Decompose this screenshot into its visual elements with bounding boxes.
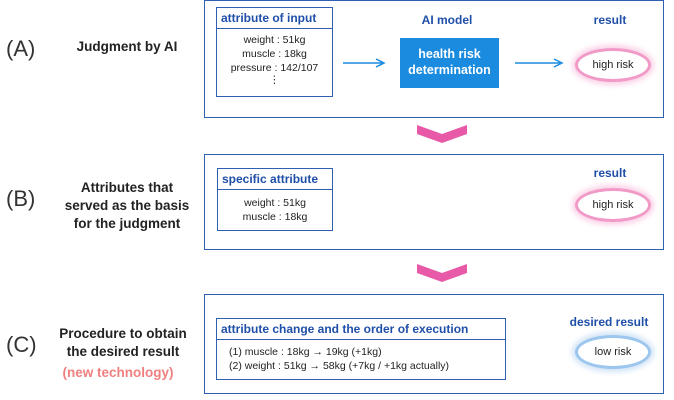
ai-model-line-2: determination <box>408 63 491 77</box>
specific-attr-weight: weight : 51kg <box>244 197 306 209</box>
step-c-title: Procedure to obtain the desired result <box>48 325 198 361</box>
step-b-title-line-2: served as the basis <box>64 198 190 213</box>
input-attributes-header: attribute of input <box>217 8 332 29</box>
step-2-weight-change: (2) weight : 51kg → 58kg (+7kg / +1kg ac… <box>229 360 450 372</box>
ai-model-label: AI model <box>421 13 473 27</box>
attr-muscle: muscle : 18kg <box>242 48 307 60</box>
result-a-pill: high risk <box>575 48 651 82</box>
attribute-change-header: attribute change and the order of execut… <box>217 319 505 340</box>
chevron-down-icon <box>417 264 467 282</box>
result-a-value: high risk <box>592 59 634 71</box>
step-b-title-line-1: Attributes that <box>80 180 174 195</box>
step-b-title-line-3: for the judgment <box>73 216 181 231</box>
attr-more-ellipsis: ⋮ <box>269 74 280 86</box>
step-c-title-line-2: the desired result <box>66 344 180 359</box>
result-b-value: high risk <box>592 199 634 211</box>
step-a-title: Judgment by AI <box>76 39 178 54</box>
input-attributes-box: attribute of input weight : 51kg muscle … <box>216 7 333 97</box>
ai-model-box: health risk determination <box>400 38 499 88</box>
specific-attributes-box: specific attribute weight : 51kg muscle … <box>217 168 333 231</box>
step-1-muscle-change: (1) muscle : 18kg → 19kg (+1kg) <box>229 346 382 358</box>
arrow-input-to-model <box>343 58 386 68</box>
step-b-letter: (B) <box>6 186 36 211</box>
result-b-pill: high risk <box>575 188 651 222</box>
specific-attributes-header: specific attribute <box>218 169 332 190</box>
ai-model-line-1: health risk <box>418 47 481 61</box>
attr-weight: weight : 51kg <box>243 34 306 46</box>
desired-result-label: desired result <box>569 315 649 329</box>
step-c-letter: (C) <box>6 332 37 357</box>
arrow-model-to-result <box>515 58 564 68</box>
attr-pressure: pressure : 142/107 <box>230 62 319 74</box>
result-a-label: result <box>593 13 627 27</box>
specific-attr-muscle: muscle : 18kg <box>242 211 308 223</box>
result-b-label: result <box>593 166 627 180</box>
new-technology-label: (new technology) <box>62 365 174 380</box>
attribute-change-box: attribute change and the order of execut… <box>216 318 506 380</box>
desired-result-value: low risk <box>594 346 632 358</box>
step-c-title-line-1: Procedure to obtain <box>59 326 187 341</box>
step-a-letter: (A) <box>6 36 36 61</box>
chevron-down-icon <box>417 125 467 143</box>
desired-result-pill: low risk <box>575 335 651 369</box>
step-b-title: Attributes that served as the basis for … <box>52 179 202 233</box>
